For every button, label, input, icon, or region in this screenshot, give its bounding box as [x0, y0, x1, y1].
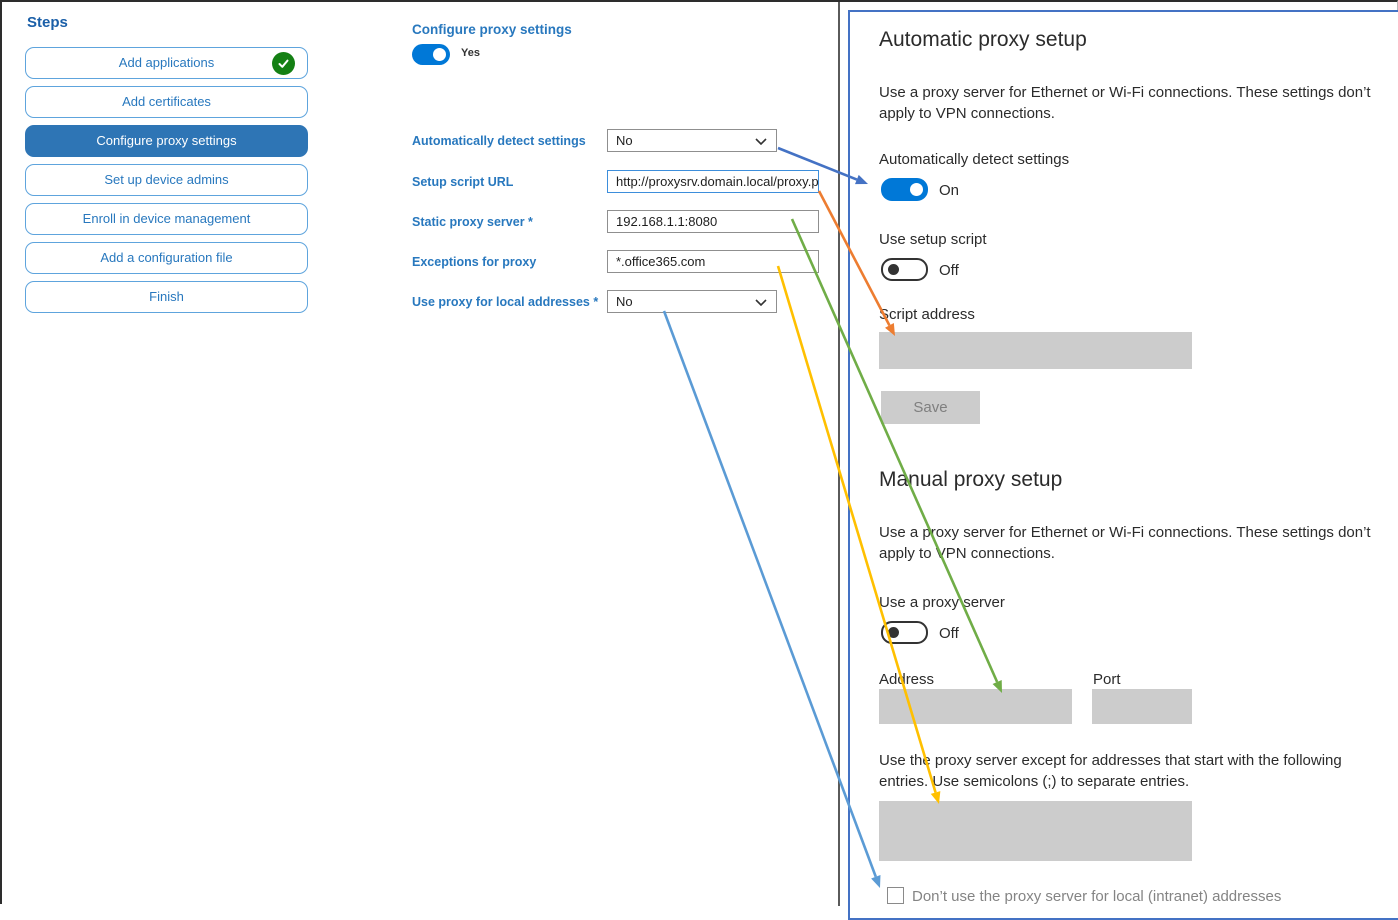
- auto-detect-select[interactable]: No: [607, 129, 777, 152]
- toggle-knob: [433, 48, 446, 61]
- manual-proxy-heading: Manual proxy setup: [879, 468, 1063, 491]
- proxy-exceptions-label: Exceptions for proxy: [412, 255, 537, 269]
- automatic-proxy-heading: Automatic proxy setup: [879, 28, 1087, 51]
- form-title: Configure proxy settings: [412, 22, 572, 37]
- sidebar-item-label: Set up device admins: [104, 172, 229, 187]
- completed-check-icon: [272, 52, 295, 75]
- toggle-knob: [888, 264, 899, 275]
- local-intranet-checkbox[interactable]: [887, 887, 904, 904]
- sidebar-item-label: Configure proxy settings: [96, 133, 237, 148]
- local-addresses-select[interactable]: No: [607, 290, 777, 313]
- sidebar-item-label: Finish: [149, 289, 184, 304]
- port-input[interactable]: [1092, 689, 1192, 724]
- proxy-exceptions-input[interactable]: *.office365.com: [607, 250, 819, 273]
- local-addresses-label: Use proxy for local addresses *: [412, 295, 599, 309]
- auto-detect-label: Automatically detect settings: [412, 134, 586, 148]
- chevron-down-icon: [755, 138, 767, 145]
- script-address-label: Script address: [879, 306, 975, 323]
- setup-script-url-input[interactable]: http://proxysrv.domain.local/proxy.pa: [607, 170, 819, 193]
- sidebar-item-label: Enroll in device management: [82, 211, 251, 226]
- sidebar-item-add-a-configuration-file[interactable]: Add a configuration file: [25, 242, 308, 274]
- use-proxy-server-label: Use a proxy server: [879, 594, 1005, 611]
- chevron-down-icon: [755, 299, 767, 306]
- sidebar-item-label: Add certificates: [122, 94, 211, 109]
- sidebar-item-label: Add applications: [118, 55, 215, 70]
- port-label: Port: [1093, 671, 1121, 688]
- detect-settings-label: Automatically detect settings: [879, 151, 1070, 168]
- local-intranet-checkbox-label: Don’t use the proxy server for local (in…: [912, 888, 1282, 905]
- sidebar-item-add-applications[interactable]: Add applications: [25, 47, 308, 79]
- use-setup-script-toggle[interactable]: [881, 258, 928, 281]
- setup-script-url-label: Setup script URL: [412, 175, 514, 189]
- sidebar-item-enroll-in-device-management[interactable]: Enroll in device management: [25, 203, 308, 235]
- static-proxy-value: 192.168.1.1:8080: [616, 214, 718, 229]
- proxy-enabled-toggle-label: Yes: [461, 47, 480, 59]
- panel-divider: [838, 2, 840, 906]
- toggle-knob: [910, 183, 923, 196]
- sidebar-item-finish[interactable]: Finish: [25, 281, 308, 313]
- steps-title: Steps: [27, 14, 68, 31]
- sidebar-item-set-up-device-admins[interactable]: Set up device admins: [25, 164, 308, 196]
- manual-proxy-description: Use a proxy server for Ethernet or Wi-Fi…: [879, 524, 1371, 562]
- save-button[interactable]: Save: [881, 391, 980, 424]
- sidebar-item-add-certificates[interactable]: Add certificates: [25, 86, 308, 118]
- address-input[interactable]: [879, 689, 1072, 724]
- use-proxy-server-toggle[interactable]: [881, 621, 928, 644]
- proxy-enabled-toggle[interactable]: [412, 44, 450, 65]
- use-setup-script-label: Use setup script: [879, 231, 987, 248]
- static-proxy-label: Static proxy server *: [412, 215, 533, 229]
- use-proxy-server-state: Off: [939, 625, 959, 642]
- detect-settings-toggle[interactable]: [881, 178, 928, 201]
- sidebar-item-configure-proxy-settings[interactable]: Configure proxy settings: [25, 125, 308, 157]
- address-label: Address: [879, 671, 935, 688]
- toggle-knob: [888, 627, 899, 638]
- static-proxy-input[interactable]: 192.168.1.1:8080: [607, 210, 819, 233]
- windows-proxy-settings-panel: Automatic proxy setup Use a proxy server…: [848, 10, 1398, 920]
- local-addresses-value: No: [616, 294, 633, 309]
- local-addresses-mapping-arrow: [662, 310, 878, 878]
- script-address-input[interactable]: [879, 332, 1192, 369]
- proxy-exceptions-description: Use the proxy server except for addresse…: [879, 752, 1342, 790]
- sidebar-item-label: Add a configuration file: [100, 250, 233, 265]
- proxy-exceptions-value: *.office365.com: [616, 254, 706, 269]
- auto-detect-value: No: [616, 133, 633, 148]
- setup-script-url-value: http://proxysrv.domain.local/proxy.pa: [616, 174, 819, 189]
- automatic-proxy-description: Use a proxy server for Ethernet or Wi-Fi…: [879, 84, 1371, 122]
- use-setup-script-state: Off: [939, 262, 959, 279]
- proxy-exceptions-textarea[interactable]: [879, 801, 1192, 861]
- detect-settings-state: On: [939, 182, 960, 199]
